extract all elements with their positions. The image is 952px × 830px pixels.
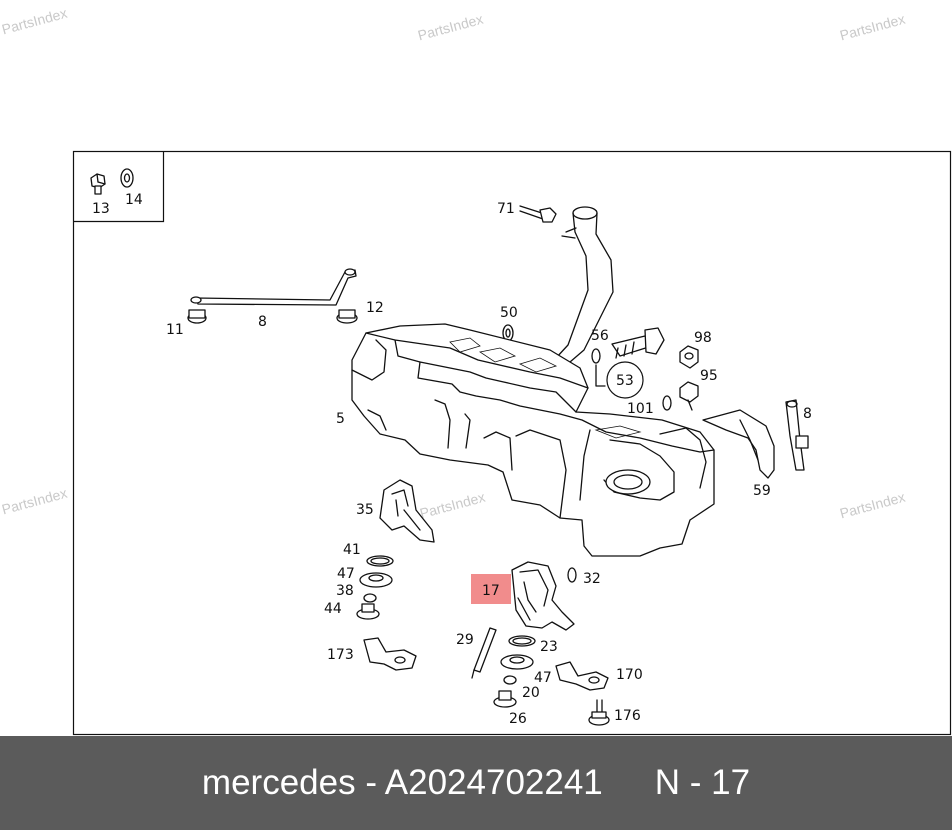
callout-8: 8 [258, 314, 267, 330]
fuel-pump-17-icon [511, 561, 575, 631]
parts-diagram: 13 14 71 11 8 12 50 56 [72, 150, 952, 736]
callout-59: 59 [753, 483, 771, 499]
seal-ring-101-icon [662, 395, 672, 411]
inset-box [73, 151, 165, 223]
callout-32: 32 [583, 571, 601, 587]
bolt-71-icon [519, 205, 557, 223]
bracket-170-icon [555, 661, 609, 691]
fuel-tank-icon [351, 323, 715, 557]
rod-29-icon [471, 627, 497, 679]
callout-11: 11 [166, 322, 184, 338]
cap-44-icon [356, 603, 380, 620]
cap-26-icon [493, 690, 517, 708]
callout-35: 35 [356, 502, 374, 518]
seal-ring-32-icon [567, 567, 577, 583]
callout-176: 176 [614, 708, 641, 724]
part-number-text: mercedes - A2024702241 [201, 763, 603, 802]
callout-38: 38 [336, 583, 354, 599]
callout-20: 20 [522, 685, 540, 701]
callout-circle-53 [606, 361, 644, 399]
callout-95: 95 [700, 368, 718, 384]
footer-bar: mercedes - A2024702241 N - 17 [0, 736, 952, 830]
seal-ring-56-icon [591, 348, 601, 364]
leader-53 [595, 364, 606, 387]
bolt-176-icon [588, 699, 610, 726]
lock-ring-47-icon [359, 572, 393, 588]
callout-56: 56 [591, 328, 609, 344]
callout-23: 23 [540, 639, 558, 655]
callout-101: 101 [627, 401, 654, 417]
highlight-box-17 [471, 574, 511, 604]
lock-ring-47b-icon [500, 654, 534, 670]
bracket-173-icon [363, 637, 417, 671]
seal-ring-38-icon [363, 593, 377, 603]
heat-shield-icon [702, 409, 775, 479]
callout-98: 98 [694, 330, 712, 346]
washer-14-icon [120, 168, 134, 188]
strap-bracket-icon [785, 399, 809, 471]
callout-47: 47 [337, 566, 355, 582]
bolt-13-icon [90, 173, 106, 195]
callout-5: 5 [336, 411, 345, 427]
position-text: N - 17 [654, 763, 751, 802]
callout-53: 53 [616, 373, 634, 389]
callout-170: 170 [616, 667, 643, 683]
diagram-frame [72, 150, 952, 736]
callout-47b: 47 [534, 670, 552, 686]
nut-12-icon [336, 309, 358, 324]
bracket-8-icon [190, 268, 357, 306]
callout-44: 44 [324, 601, 342, 617]
callout-26: 26 [509, 711, 527, 727]
callout-41: 41 [343, 542, 361, 558]
fuel-pump-35-icon [379, 479, 435, 543]
callout-173: 173 [327, 647, 354, 663]
nut-11-icon [187, 309, 207, 324]
callout-71: 71 [497, 201, 515, 217]
callout-8-right: 8 [803, 406, 812, 422]
seal-ring-41-icon [366, 555, 394, 567]
callout-13: 13 [92, 201, 110, 217]
callout-29: 29 [456, 632, 474, 648]
callout-50: 50 [500, 305, 518, 321]
seal-ring-20-icon [503, 675, 517, 685]
sender-unit-icon [611, 327, 665, 359]
callout-17: 17 [482, 583, 500, 599]
callout-12: 12 [366, 300, 384, 316]
seal-ring-23-icon [508, 635, 536, 647]
valve-95-icon [679, 381, 699, 411]
callout-14: 14 [125, 192, 143, 208]
valve-98-icon [679, 345, 699, 369]
